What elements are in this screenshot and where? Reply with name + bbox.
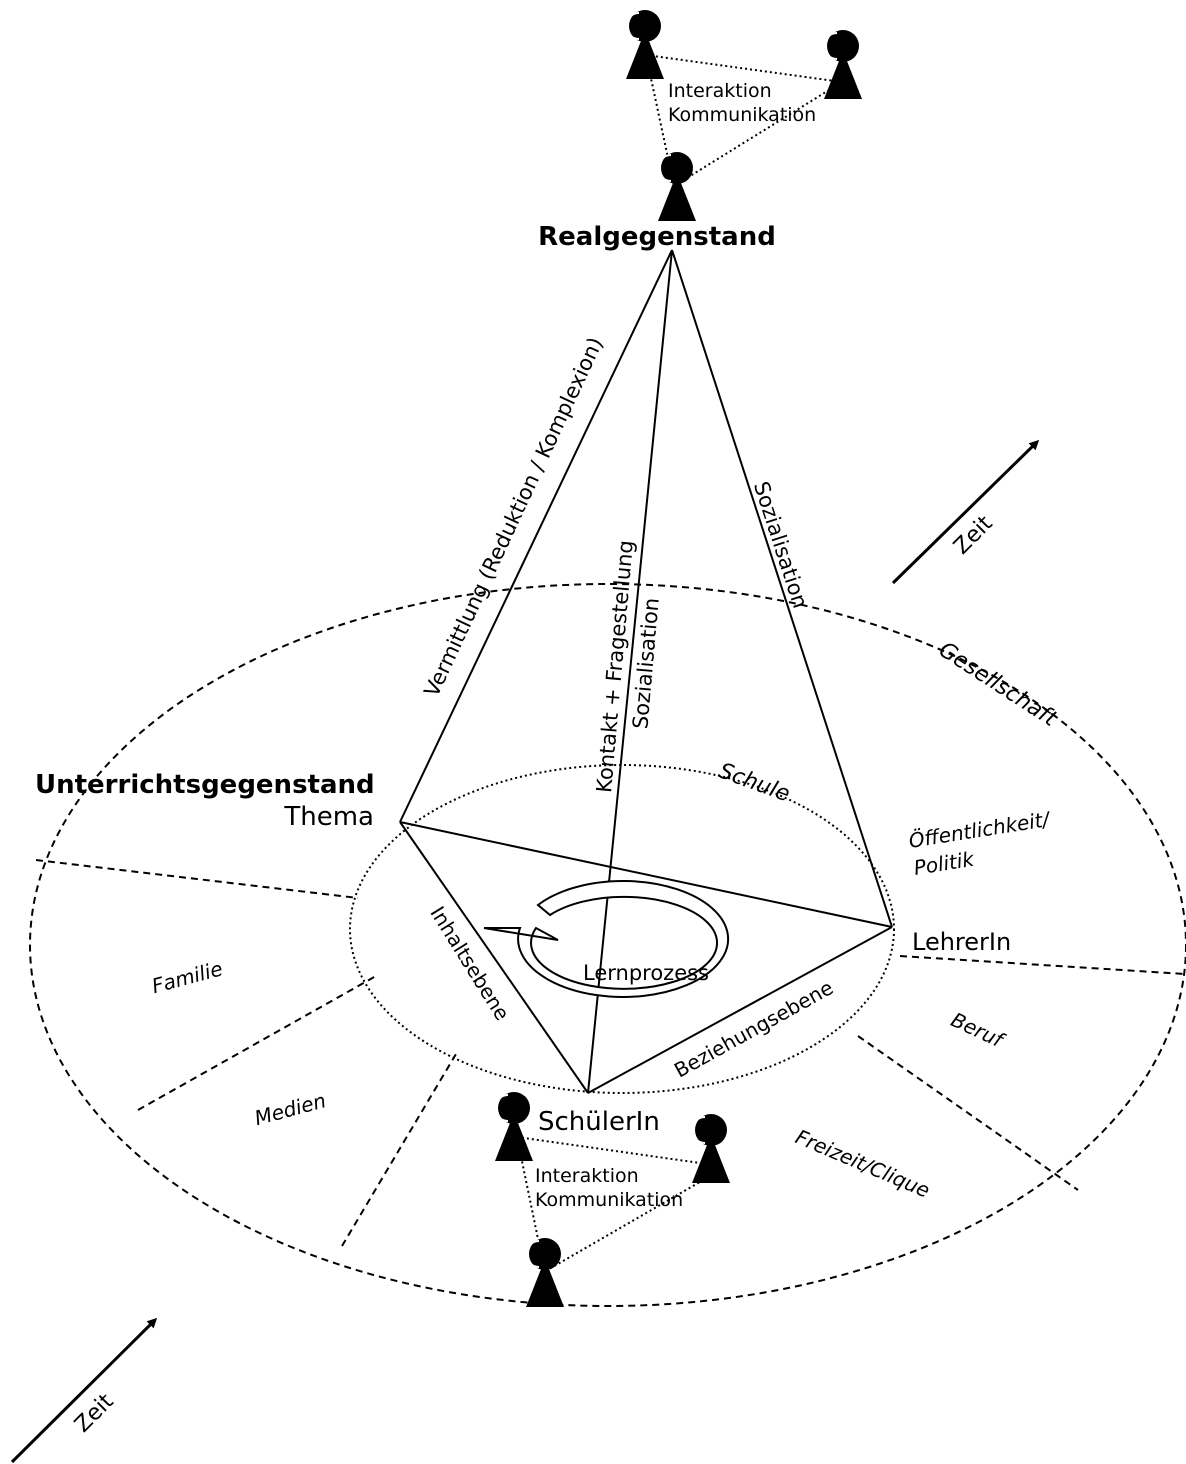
edge-thema-lehrer: [399, 821, 893, 928]
realgegenstand-label: Realgegenstand: [538, 222, 776, 252]
beziehungsebene-label: Beziehungsebene: [670, 975, 837, 1082]
schule-ellipse: [349, 764, 895, 1094]
familie-label: Familie: [149, 956, 225, 998]
edge-real-lehrer: [671, 249, 893, 928]
schule-label: Schule: [715, 759, 793, 808]
bottom-group-kommunikation: Kommunikation: [535, 1189, 683, 1211]
divider-oeffentlichkeit-beruf: [899, 955, 1186, 975]
lernprozess-label: Lernprozess: [583, 961, 709, 985]
sozialisation-right-label: Sozialisation: [749, 479, 812, 612]
zeit-arrow-right-icon: [891, 439, 1040, 585]
lehrerin-label: LehrerIn: [912, 928, 1011, 956]
thema-label: Thema: [283, 802, 374, 832]
bottom-group-link-3: [543, 1174, 713, 1273]
bottom-person-2-icon: [691, 1113, 731, 1184]
top-group-interaktion: Interaktion: [668, 80, 772, 102]
bottom-group-interaktion: Interaktion: [535, 1165, 639, 1187]
zeit-label-right: Zeit: [949, 511, 998, 560]
top-group-kommunikation: Kommunikation: [668, 104, 816, 126]
top-person-1-icon: [625, 9, 665, 80]
inhaltsebene-label: Inhaltsebene: [425, 902, 514, 1025]
zeit-arrow-left-icon: [10, 1317, 158, 1464]
bottom-person-1-icon: [494, 1091, 534, 1162]
edge-lehrer-schueler: [587, 926, 893, 1094]
edge-real-thema: [399, 249, 673, 823]
gesellschaft-ellipse: [29, 583, 1186, 1307]
freizeit-label: Freizeit/Clique: [792, 1125, 933, 1203]
beruf-label: Beruf: [947, 1007, 1009, 1053]
divider-familie-medien: [137, 975, 377, 1111]
lernprozess-cycle-arrow: [483, 879, 730, 998]
edge-thema-schueler: [399, 821, 589, 1094]
bottom-person-3-icon: [525, 1237, 565, 1308]
medien-label: Medien: [252, 1088, 329, 1130]
divider-familie-top: [35, 859, 359, 899]
vermittlung-label: Vermittlung (Reduktion / Komplexion): [420, 334, 608, 701]
sozialisation-center-label: Sozialisation: [628, 597, 663, 730]
divider-medien-bottom: [341, 1053, 457, 1247]
bottom-group-link-1: [516, 1136, 701, 1164]
oeffentlichkeit-label-line2: Politik: [912, 847, 977, 880]
top-person-2-icon: [823, 29, 863, 100]
divider-beruf-freizeit: [857, 1035, 1079, 1191]
top-person-3-icon: [657, 151, 697, 222]
unterrichtsgegenstand-label: Unterrichtsgegenstand: [35, 770, 375, 800]
schuelerin-label: SchülerIn: [538, 1107, 660, 1137]
edge-real-schueler: [587, 249, 673, 1094]
gesellschaft-label: Gesellschaft: [934, 637, 1062, 732]
top-group-link-1: [645, 54, 843, 83]
oeffentlichkeit-label-line1: Öffentlichkeit/: [907, 807, 1053, 853]
